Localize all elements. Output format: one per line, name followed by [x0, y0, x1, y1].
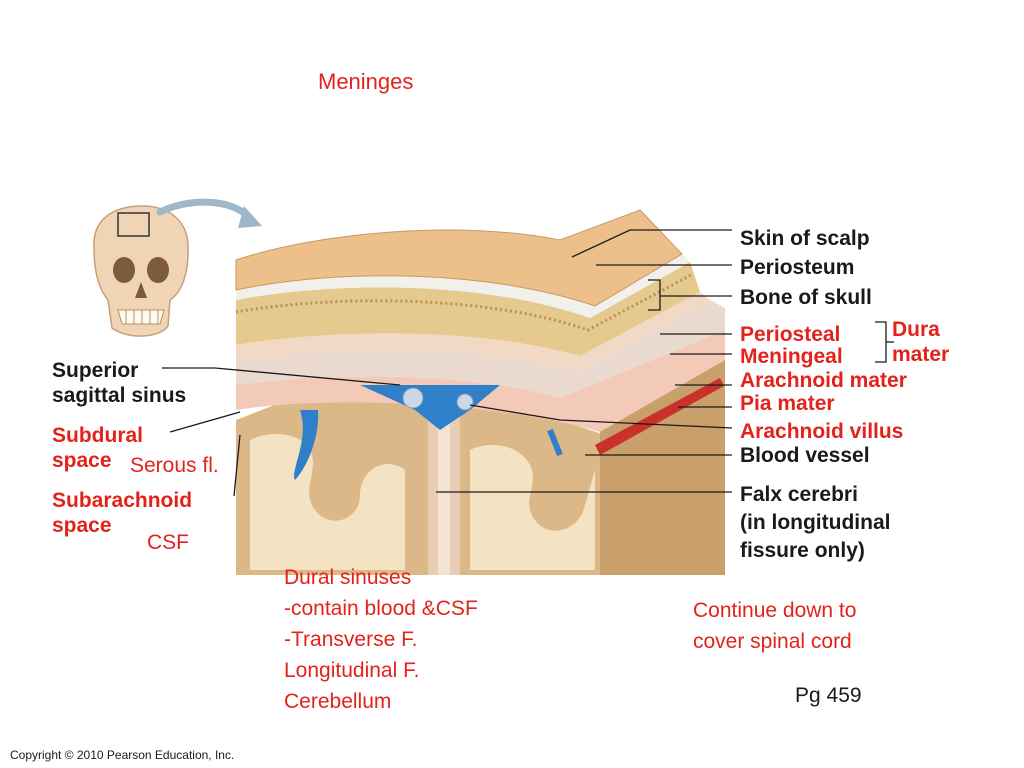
label-periosteal: Periosteal	[740, 323, 841, 346]
label-meningeal: Meningeal	[740, 345, 843, 368]
leader-lines	[162, 229, 894, 497]
label-blood-vessel: Blood vessel	[740, 444, 870, 467]
note-dural-line: Dural sinuses	[284, 566, 412, 589]
label-arachnoid-villus: Arachnoid villus	[740, 420, 904, 443]
note-dural-line: Cerebellum	[284, 690, 392, 713]
label-dura-line2: mater	[892, 343, 950, 366]
note-dural-sinuses: Dural sinuses -contain blood &CSF -Trans…	[284, 562, 478, 717]
note-continue-line: Continue down to	[693, 599, 857, 622]
label-pia-mater: Pia mater	[740, 392, 835, 415]
page-number: Pg 459	[795, 684, 862, 707]
meninges-block	[235, 209, 725, 575]
label-superior-line1: Superior	[52, 359, 139, 382]
page-title: Meninges	[318, 69, 414, 94]
label-periosteum: Periosteum	[740, 256, 855, 279]
label-skin-of-scalp: Skin of scalp	[740, 227, 870, 250]
label-serous-fluid: Serous fl.	[130, 454, 219, 477]
note-dural-line: -contain blood &CSF	[284, 597, 478, 620]
label-falx-line3: fissure only)	[740, 539, 865, 562]
label-subarachnoid-line1: Subarachnoid	[52, 489, 193, 512]
label-csf: CSF	[147, 531, 189, 554]
note-continue: Continue down to cover spinal cord	[693, 595, 856, 657]
label-bone-of-skull: Bone of skull	[740, 286, 872, 309]
note-dural-line: Longitudinal F.	[284, 659, 420, 682]
label-arachnoid-mater: Arachnoid mater	[740, 369, 907, 392]
label-subdural-line1: Subdural	[52, 424, 144, 447]
label-falx-line1: Falx cerebri	[740, 483, 858, 506]
label-superior-line2: sagittal sinus	[52, 384, 187, 407]
label-subdural-line2: space	[52, 449, 112, 472]
note-continue-line: cover spinal cord	[693, 630, 852, 653]
skull-thumbnail	[93, 198, 262, 337]
label-dura-line1: Dura	[892, 318, 940, 341]
note-dural-line: -Transverse F.	[284, 628, 418, 651]
copyright: Copyright © 2010 Pearson Education, Inc.	[10, 748, 235, 762]
label-falx-line2: (in longitudinal	[740, 511, 891, 534]
label-subarachnoid-line2: space	[52, 514, 112, 537]
